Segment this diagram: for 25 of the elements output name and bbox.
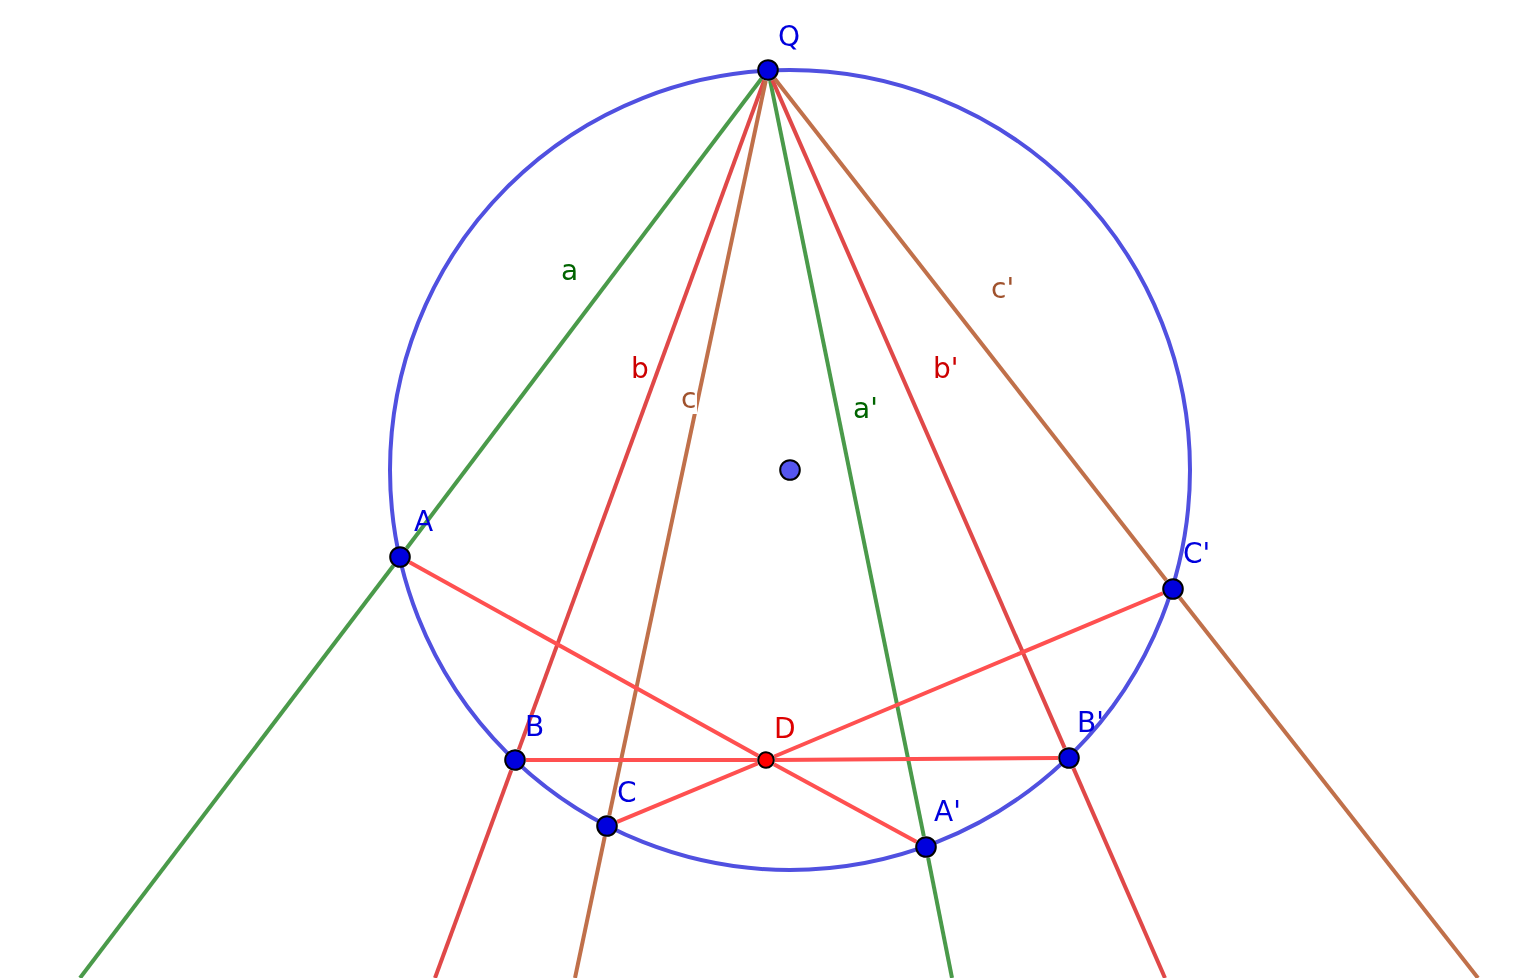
line-segment xyxy=(78,564,395,978)
line-segment xyxy=(768,80,926,837)
line-segment xyxy=(775,756,1058,762)
line-segment xyxy=(607,80,768,816)
line-segment xyxy=(773,591,1164,759)
point-label: Q xyxy=(778,22,801,52)
point-label: C' xyxy=(1183,539,1211,569)
point-label: D xyxy=(774,714,796,744)
line-segment xyxy=(770,79,1067,749)
line-segment xyxy=(1071,767,1167,978)
line-segment xyxy=(1178,596,1480,978)
point-label: B' xyxy=(1077,708,1104,738)
line-segment xyxy=(926,857,954,978)
line-segment xyxy=(573,836,607,978)
line-segment xyxy=(616,761,759,824)
line-segment xyxy=(405,77,763,550)
point-label: B xyxy=(525,712,545,742)
point-label: A' xyxy=(934,797,961,827)
line-segment xyxy=(773,77,1168,582)
line-segment xyxy=(772,762,918,844)
line-segment xyxy=(408,560,760,758)
point-label: C xyxy=(617,778,637,808)
line-segment xyxy=(516,79,767,751)
line-segment xyxy=(526,758,757,762)
line-segment xyxy=(433,769,514,978)
